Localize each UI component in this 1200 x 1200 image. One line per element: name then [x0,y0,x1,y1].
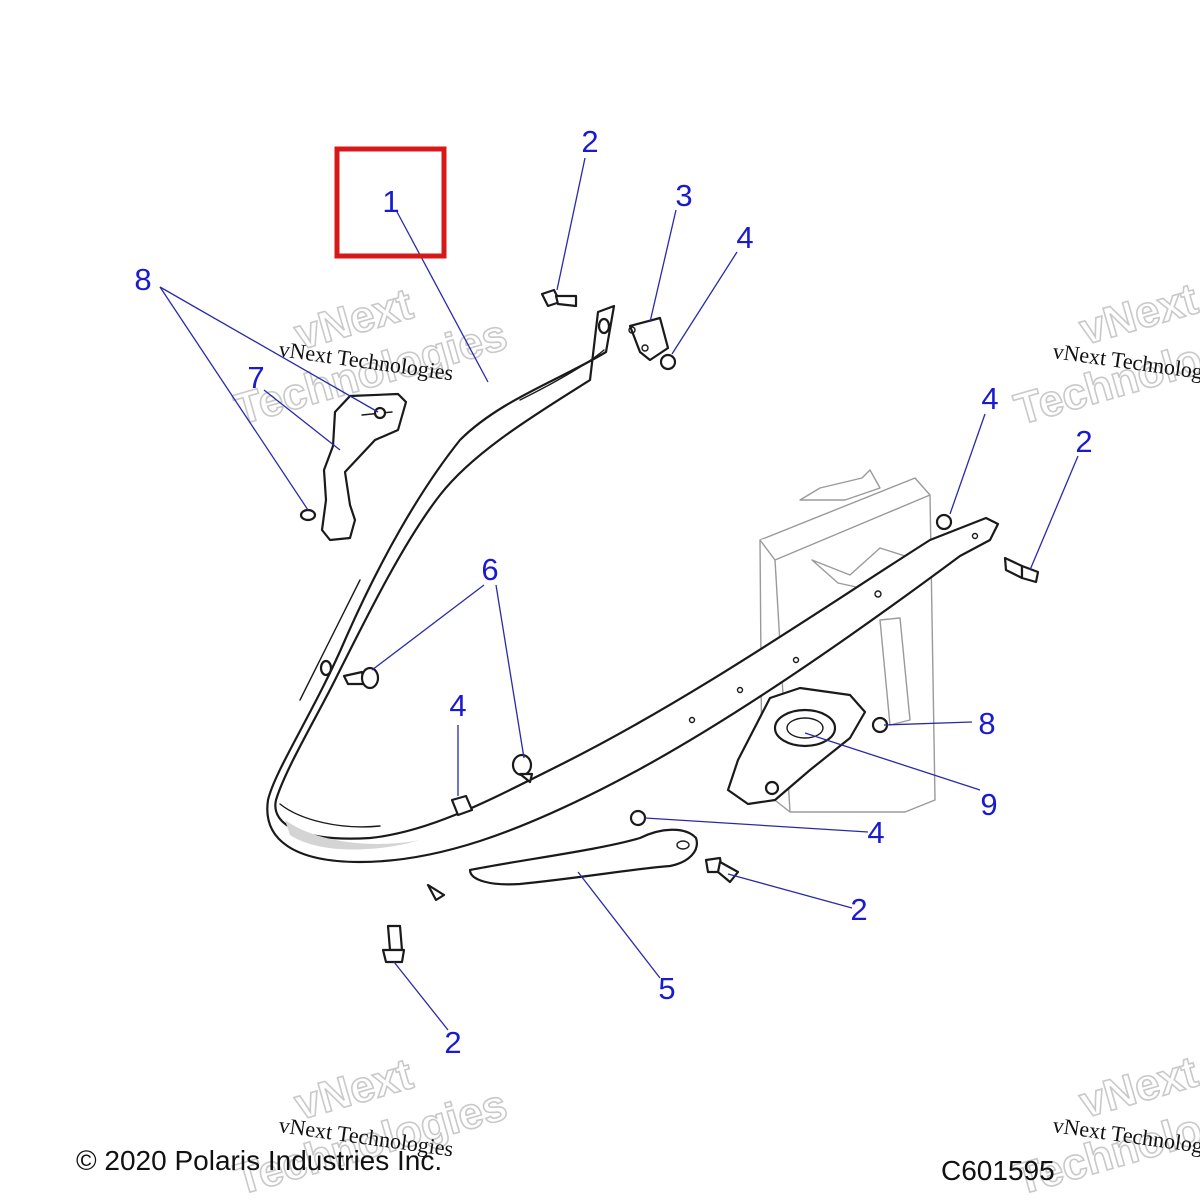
copyright-text: © 2020 Polaris Industries Inc. [76,1145,442,1176]
watermark-small-group: vNext Technologies vNext Technologies vN… [277,336,1200,1161]
callout-4-top[interactable]: 4 [736,220,753,255]
callout-1[interactable]: 1 [382,184,399,219]
nut-4d [629,809,647,827]
nut-4a [659,353,677,371]
callout-2-top[interactable]: 2 [581,124,598,159]
bolt-2d [381,924,406,964]
callout-7[interactable]: 7 [247,360,264,395]
callout-6[interactable]: 6 [481,552,498,587]
callout-4-right[interactable]: 4 [981,381,998,416]
clip-6b [511,753,534,784]
callout-labels: 1 2 3 4 4 2 8 7 6 4 8 9 4 2 5 2 [134,124,1092,1060]
leader-lines [159,157,1079,1031]
callout-2-bottom[interactable]: 2 [444,1025,461,1060]
callout-9[interactable]: 9 [980,787,997,822]
callout-8-left[interactable]: 8 [134,262,151,297]
flange-part [726,686,867,806]
nut-4c [450,794,474,817]
callout-4-middle[interactable]: 4 [449,688,466,723]
side-bracket-part [299,392,408,542]
bolt-2b [1003,556,1040,584]
drawing-number: C601595 [941,1155,1055,1186]
callout-8-right[interactable]: 8 [978,706,995,741]
plate-part [628,316,670,362]
callout-2-lower[interactable]: 2 [850,892,867,927]
bolt-2c [704,856,740,884]
highlight-box [334,146,447,259]
clip-6a [342,666,380,690]
nut-4b [935,513,953,531]
callout-5[interactable]: 5 [658,971,675,1006]
callout-2-right[interactable]: 2 [1075,424,1092,459]
bolt-2a [540,288,578,308]
callout-3[interactable]: 3 [675,178,692,213]
tube-assembly [266,304,1000,902]
support-strap-part [468,828,698,886]
callout-4-lower[interactable]: 4 [867,815,884,850]
